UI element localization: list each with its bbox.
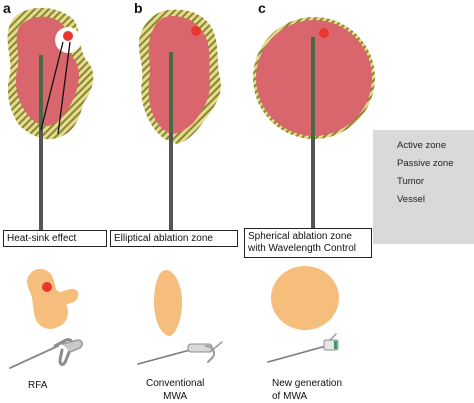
legend: Active zone Passive zone Tumor Vessel (373, 130, 474, 244)
panel-a-needle-tip (39, 55, 43, 130)
legend-label-tumor: Tumor (397, 175, 425, 187)
panel-c-needle-tip (311, 37, 315, 137)
panel-c-letter: c (258, 0, 266, 16)
conventional-mwa-label-line1: Conventional (146, 378, 205, 389)
new-generation-mwa-label-line1: New generation (272, 378, 343, 389)
panel-a-ablation-zone (7, 7, 94, 237)
rfa-label: RFA (28, 380, 48, 391)
panel-a-vessel (63, 31, 73, 41)
panel-a-needle (39, 55, 43, 237)
legend-label-passive-zone: Passive zone (397, 157, 454, 169)
legend-label-active-zone: Active zone (397, 139, 447, 151)
rfa-device-image (9, 338, 83, 369)
legend-label-vessel: Vessel (397, 193, 425, 205)
panel-a-caption: Heat-sink effect (3, 230, 107, 247)
conventional-mwa-label-line2: MWA (163, 391, 188, 402)
panel-b-needle-tip (169, 52, 173, 132)
panel-a-pointer-line-2 (57, 41, 71, 135)
legend-item-tumor: Tumor (379, 174, 424, 188)
panel-c-ablation-zone (253, 17, 375, 237)
conventional-mwa-label: Conventional MWA (146, 377, 204, 403)
panel-c-result-shape (271, 266, 339, 330)
panel-b-needle (169, 52, 173, 237)
panel-a-letter: a (3, 0, 11, 16)
panel-a-result-shape (27, 268, 79, 329)
panel-c-caption: Spherical ablation zone with Wavelength … (244, 228, 372, 258)
legend-item-active-zone: Active zone (379, 138, 446, 152)
panel-a-result-vessel (42, 282, 52, 292)
panel-b-caption-text: Elliptical ablation zone (114, 233, 213, 244)
panel-a-pointer-line-1 (40, 41, 64, 131)
panel-c-caption-line2: with Wavelength Control (248, 243, 357, 254)
panel-c-vessel (319, 28, 329, 38)
legend-item-passive-zone: Passive zone (379, 156, 454, 170)
panel-c-caption-line1: Spherical ablation zone (248, 231, 352, 242)
new-generation-mwa-label: New generation of MWA (272, 377, 342, 403)
panel-b-vessel (191, 26, 201, 36)
conventional-mwa-device-image (137, 341, 223, 365)
panel-a-caption-text: Heat-sink effect (7, 233, 77, 244)
panel-b-letter: b (134, 0, 143, 16)
new-generation-mwa-label-line2: of MWA (272, 391, 308, 402)
panel-b-caption: Elliptical ablation zone (110, 230, 238, 247)
panel-b-result-shape (154, 270, 182, 336)
panel-b-ablation-zone (138, 9, 221, 237)
panel-b-active-zone (148, 16, 210, 134)
new-mwa-device-image (267, 333, 339, 363)
legend-item-vessel: Vessel (379, 192, 425, 206)
